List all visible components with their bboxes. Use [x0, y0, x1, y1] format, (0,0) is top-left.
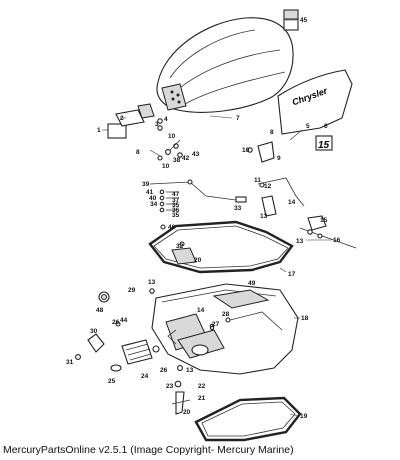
- callout-7: 7: [236, 115, 240, 122]
- callout-25: 25: [108, 378, 116, 385]
- callout-14b: 14: [197, 307, 205, 314]
- callout-16: 16: [333, 237, 341, 244]
- right-linkage: [257, 177, 357, 249]
- callout-13b: 13: [296, 238, 304, 245]
- callout-41: 41: [146, 189, 154, 196]
- callout-labels: 1 2 3 4 5 6 7 8 8 9 10 10 10 11 12 13 13…: [66, 17, 341, 420]
- bracket-9: [247, 141, 275, 163]
- callout-35a: 35: [172, 202, 180, 209]
- callout-17: 17: [288, 271, 296, 278]
- callout-4: 4: [164, 116, 168, 123]
- lower-seal: [194, 396, 302, 442]
- callout-20b: 20: [183, 409, 191, 416]
- callout-8b: 8: [270, 129, 274, 136]
- callout-1: 1: [97, 127, 101, 134]
- callout-34: 34: [150, 201, 158, 208]
- callout-37: 37: [172, 197, 180, 204]
- upper-seal: [148, 220, 294, 274]
- callout-19: 19: [300, 413, 308, 420]
- callout-22: 22: [198, 383, 206, 390]
- callout-8a: 8: [136, 149, 140, 156]
- latch-plates: [107, 103, 155, 139]
- callout-30: 30: [90, 328, 98, 335]
- callout-13c: 13: [148, 279, 156, 286]
- link-rods: [149, 179, 247, 230]
- callout-33: 33: [234, 205, 242, 212]
- callout-40: 40: [149, 195, 157, 202]
- callout-28: 28: [222, 311, 230, 318]
- callout-15: 15: [320, 217, 328, 224]
- callout-2: 2: [120, 115, 124, 122]
- latch-hardware: [157, 118, 183, 161]
- callout-14a: 14: [288, 199, 296, 206]
- callout-20a: 20: [194, 257, 202, 264]
- callout-39: 39: [142, 181, 150, 188]
- callout-26b: 26: [160, 367, 168, 374]
- callout-11: 11: [254, 177, 261, 184]
- model-decal: 15: [318, 140, 330, 151]
- side-decal-panel: Chrysler 15: [277, 69, 353, 151]
- callout-27: 27: [212, 321, 220, 328]
- callout-46: 46: [168, 224, 176, 231]
- leader-lines: [102, 19, 332, 417]
- callout-12: 12: [264, 183, 272, 190]
- lower-latch: [171, 325, 215, 415]
- copyright-footer: MercuryPartsOnline v2.5.1 (Image Copyrig…: [3, 444, 294, 456]
- callout-29: 29: [128, 287, 136, 294]
- callout-24: 24: [141, 373, 149, 380]
- callout-21: 21: [198, 395, 206, 402]
- callout-38: 38: [173, 157, 181, 164]
- bottom-cowl: [151, 283, 299, 375]
- top-cowl: [156, 17, 294, 113]
- callout-36: 36: [172, 207, 180, 214]
- callout-10b: 10: [242, 147, 250, 154]
- callout-13a: 13: [260, 213, 268, 220]
- callout-35b: 35: [172, 212, 180, 219]
- callout-13d: 13: [186, 367, 194, 374]
- callout-43: 43: [192, 151, 200, 158]
- callout-31: 31: [66, 359, 74, 366]
- callout-10c: 10: [162, 163, 170, 170]
- callout-26a: 26: [112, 319, 120, 326]
- callout-3: 3: [155, 121, 159, 128]
- callout-32: 32: [176, 243, 184, 250]
- callout-9: 9: [277, 155, 281, 162]
- callout-6: 6: [324, 123, 328, 130]
- callout-5: 5: [306, 123, 310, 130]
- callout-42: 42: [182, 155, 190, 162]
- callout-10a: 10: [168, 133, 176, 140]
- callout-18: 18: [301, 315, 309, 322]
- callout-23: 23: [166, 383, 174, 390]
- callout-48: 48: [96, 307, 104, 314]
- callout-47: 47: [172, 191, 180, 198]
- callout-44: 44: [120, 317, 128, 324]
- callout-45: 45: [300, 17, 308, 24]
- callout-49: 49: [248, 280, 256, 287]
- lower-left-parts: [75, 288, 160, 372]
